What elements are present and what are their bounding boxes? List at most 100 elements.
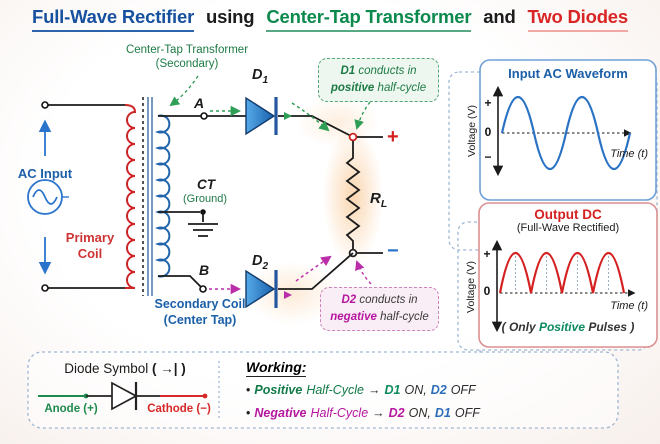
d2-callout-text2: half-cycle xyxy=(380,310,429,323)
note-close: Pulses ) xyxy=(588,320,635,334)
note-positive: Positive xyxy=(538,320,585,334)
page-title: Full-Wave Rectifier using Center-Tap Tra… xyxy=(0,6,660,32)
terminal-b xyxy=(199,285,207,293)
diode-d2-icon xyxy=(245,269,276,309)
d1-direction-arrowhead xyxy=(284,112,292,120)
d2-callout-line1: D2 conducts in xyxy=(321,292,438,309)
secondary-circuit xyxy=(155,112,218,293)
d2-output-wire xyxy=(278,252,354,290)
diode-d1-icon xyxy=(245,96,276,136)
resistor-rl xyxy=(345,141,361,249)
d2-subscript: 2 xyxy=(262,260,269,272)
d1-callout-device: D1 xyxy=(340,65,356,77)
tap-b-wire xyxy=(158,275,202,288)
cathode-label: Cathode (−) xyxy=(147,403,211,415)
transformer-label: Center-Tap Transformer (Secondary) xyxy=(112,43,262,72)
d1-callout-emph: positive xyxy=(330,81,375,94)
input-tick-zero: 0 xyxy=(484,125,492,139)
input-y-axis-label: Voltage (V) xyxy=(466,105,478,157)
title-part-transformer: Center-Tap Transformer xyxy=(266,6,472,32)
bullet2-emph: Negative xyxy=(254,406,307,420)
note-open: ( Only xyxy=(501,320,536,334)
transformer-label-line2: (Secondary) xyxy=(155,58,219,71)
output-panel-subtitle: (Full-Wave Rectified) xyxy=(516,222,620,234)
d2-callout-emph: negative xyxy=(330,310,377,323)
terminal-top xyxy=(41,101,49,109)
ac-input-label: AC Input xyxy=(17,166,73,181)
secondary-coil-label: Secondary Coil (Center Tap) xyxy=(146,297,254,328)
rl-letter: R xyxy=(370,190,381,207)
input-tick-minus: − xyxy=(484,150,492,164)
input-tick-plus: + xyxy=(484,96,492,110)
bullet-dot: • xyxy=(246,406,251,420)
d2-letter: D xyxy=(252,253,263,269)
input-waveform-card xyxy=(479,59,657,201)
title-part-diodes: Two Diodes xyxy=(527,6,628,32)
terminal-a-label: A xyxy=(193,95,205,111)
glow-effects xyxy=(246,96,383,325)
transformer-core xyxy=(142,97,153,296)
d1-callout: D1 conducts in positive half-cycle xyxy=(318,58,439,102)
output-chart xyxy=(491,239,636,333)
diode-d2-label: D2 xyxy=(252,252,268,274)
bullet2-on-device: D2 xyxy=(388,406,405,420)
bullet2-phrase: Half-Cycle xyxy=(310,406,369,420)
d2-callout-arrow xyxy=(355,260,372,285)
terminal-b-label: B xyxy=(198,262,210,278)
output-note: ( Only Positive Pulses ) xyxy=(479,320,657,335)
secondary-coil-line1: Secondary Coil xyxy=(154,297,246,311)
d1-callout-text2: half-cycle xyxy=(377,81,427,94)
bullet1-arrow: → xyxy=(367,383,381,397)
input-panel-title: Input AC Waveform xyxy=(508,66,628,81)
d1-letter: D xyxy=(252,67,263,83)
terminal-bottom xyxy=(41,284,49,292)
bullet2-arrow: → xyxy=(372,406,385,420)
d1-branch xyxy=(207,96,383,142)
d2-callout-device: D2 xyxy=(341,294,357,306)
rl-subscript: L xyxy=(380,198,388,210)
d1-subscript: 1 xyxy=(262,74,269,86)
working-title: Working: xyxy=(246,359,307,377)
output-plus-node xyxy=(348,132,358,142)
output-tick-plus: + xyxy=(483,247,491,261)
primary-coil xyxy=(124,104,137,289)
minus-terminal-sign: − xyxy=(387,240,399,262)
terminal-a xyxy=(200,112,208,120)
plus-terminal-sign: + xyxy=(387,126,399,148)
cathode-dot xyxy=(202,393,208,399)
load-resistor-label: RL xyxy=(370,190,387,211)
bullet1-emph: Positive xyxy=(254,383,303,397)
bullet2-off-text: OFF xyxy=(454,406,480,420)
d1-callout-text1: conducts in xyxy=(358,65,417,77)
bullet1-on-device: D1 xyxy=(384,383,401,397)
ground-icon xyxy=(188,223,218,237)
d2-direction-arrowhead xyxy=(284,291,292,299)
legend-symbol-text: ( →| ) xyxy=(152,361,186,376)
bullet1-off-device: D2 xyxy=(430,383,447,397)
output-panel-title: Output DC xyxy=(534,207,602,222)
output-rectified-curve xyxy=(498,252,626,294)
legend-diode-triangle xyxy=(111,381,138,411)
transformer-label-arrow xyxy=(169,75,199,107)
title-conn-using: using xyxy=(206,6,255,27)
bullet2-on-text: ON, xyxy=(408,406,431,420)
legend-frame xyxy=(27,351,619,429)
transformer-label-line1: Center-Tap Transformer xyxy=(125,44,249,56)
output-tick-zero: 0 xyxy=(483,284,491,298)
legend-diode-graphic xyxy=(38,381,208,411)
title-part-rectifier: Full-Wave Rectifier xyxy=(32,6,194,32)
primary-coil-label: Primary Coil xyxy=(58,230,122,263)
bullet1-off-text: OFF xyxy=(450,383,476,397)
input-sine-curve xyxy=(500,96,632,170)
output-waveform-card xyxy=(478,202,658,348)
d2-callout-text1: conducts in xyxy=(359,294,418,306)
anode-label: Anode (+) xyxy=(44,403,98,415)
d2-branch xyxy=(209,252,372,309)
diode-d1-label: D1 xyxy=(252,66,268,88)
center-tap-ground-label: (Ground) xyxy=(182,193,228,205)
bullet2-off-device: D1 xyxy=(434,406,451,420)
d1-callout-line2: positive half-cycle xyxy=(319,80,438,97)
ac-sine-icon xyxy=(32,189,58,205)
